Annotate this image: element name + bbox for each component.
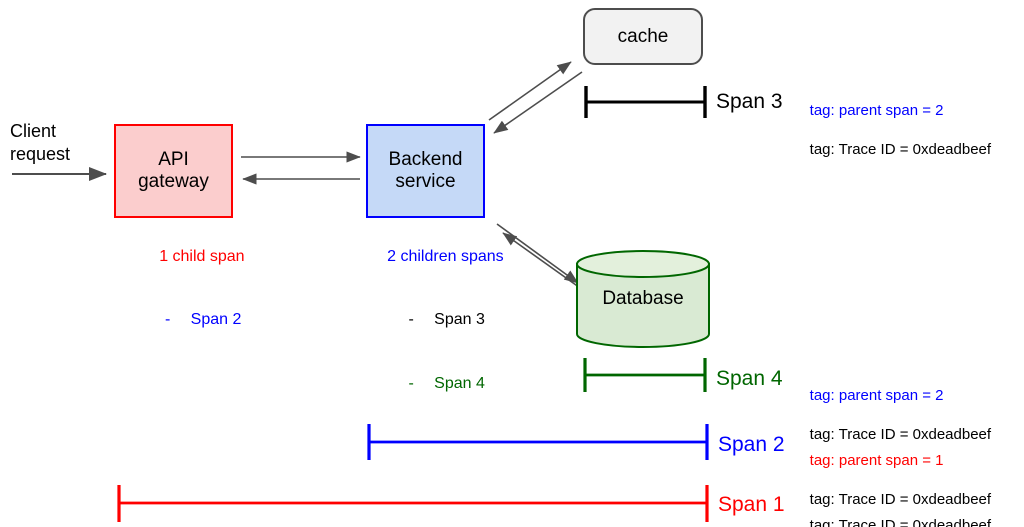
span4-tag-0: tag: parent span = 2 [809, 387, 944, 405]
span2-tag-0: tag: parent span = 1 [809, 452, 944, 470]
api-children-header: 1 child span [159, 248, 245, 266]
node-backend-service-line1: Backend [388, 149, 463, 171]
span-bar-span4 [583, 358, 707, 392]
span3-tag-0: tag: parent span = 2 [809, 102, 944, 120]
backend-child-1-label: Span 4 [434, 374, 485, 392]
span-tags-span3: tag: parent span = 2 tag: Trace ID = 0xd… [793, 82, 991, 178]
span3-tag-1: tag: Trace ID = 0xdeadbeef [809, 140, 992, 158]
arrow-backend-to-cache [488, 61, 572, 121]
node-cache-label: cache [617, 25, 669, 47]
span-bar-span3 [584, 86, 707, 118]
backend-child-1-dash: - [408, 374, 414, 392]
arrow-cache-to-backend [493, 71, 583, 134]
span-tags-span2: tag: parent span = 1 tag: Trace ID = 0xd… [793, 432, 991, 527]
node-api-gateway-line2: gateway [138, 171, 209, 192]
span4-tag-1: tag: Trace ID = 0xdeadbeef [809, 425, 992, 443]
backend-child-0-dash: - [408, 311, 414, 329]
api-child-0-dash: - [164, 311, 171, 329]
api-gateway-children-annotation: 1 child span - Span 2 [118, 225, 268, 373]
node-database[interactable]: Database [577, 251, 709, 347]
span-label-span2: Span 2 [718, 433, 785, 456]
node-api-gateway-line1: API [158, 149, 189, 171]
span-label-span4: Span 4 [716, 367, 783, 390]
client-request-line2: request [10, 143, 71, 164]
node-database-label: Database [602, 288, 684, 309]
node-cache[interactable]: cache [583, 8, 703, 65]
backend-children-header: 2 children spans [387, 248, 504, 266]
span-label-span1: Span 1 [718, 493, 785, 516]
span-tags-span4: tag: parent span = 2 tag: Trace ID = 0xd… [793, 367, 991, 463]
node-backend-service-line2: service [395, 171, 456, 192]
backend-children-annotation: 2 children spans - Span 3 - Span 4 [359, 225, 514, 436]
span2-tag-1: tag: Trace ID = 0xdeadbeef [809, 490, 992, 508]
client-request-line1: Client [10, 121, 57, 141]
span-tags-span1: tag: Trace ID = 0xdeadbeef [793, 497, 991, 527]
api-child-0-label: Span 2 [190, 311, 242, 329]
span-label-span3: Span 3 [716, 90, 783, 113]
span-bar-span1 [117, 485, 709, 522]
span1-tag-0: tag: Trace ID = 0xdeadbeef [809, 517, 992, 527]
backend-child-0-label: Span 3 [434, 311, 485, 329]
